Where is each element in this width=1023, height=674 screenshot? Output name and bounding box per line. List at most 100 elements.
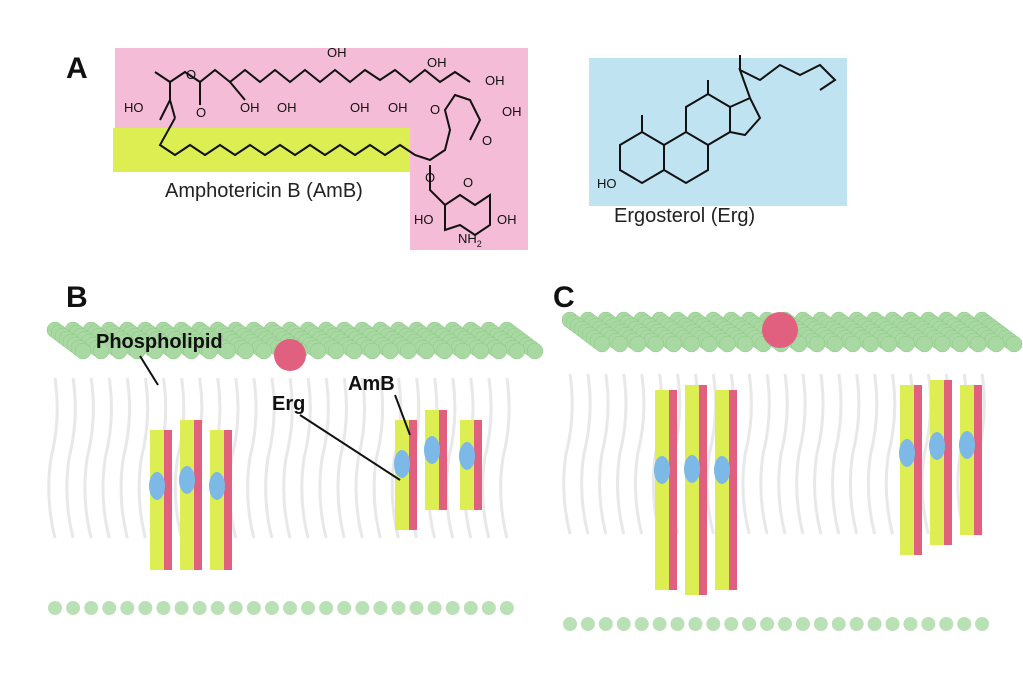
amb-channel-pink [699, 385, 707, 595]
phospholipid-arrow [139, 355, 159, 386]
lipid-head [363, 342, 381, 360]
atom-label: O [430, 102, 440, 117]
lipid-head [849, 617, 864, 631]
atom-label: O [186, 67, 196, 82]
amb-name: Amphotericin B (AmB) [165, 180, 363, 202]
lipid-head [355, 601, 370, 615]
panel-label-b: B [66, 281, 88, 314]
lipid-head [647, 335, 664, 353]
lipid-head [813, 617, 828, 631]
atom-label: O [482, 133, 492, 148]
lipid-tail [866, 373, 879, 535]
lipid-head [1005, 335, 1023, 353]
erg-name: Ergosterol (Erg) [614, 205, 755, 227]
lipid-head [192, 601, 207, 615]
lipid-head [210, 601, 225, 615]
lipid-tail [580, 373, 592, 535]
lipid-head [48, 601, 62, 615]
panel-label-c: C [553, 281, 575, 314]
amb-channel-pink [914, 385, 922, 555]
amb-channel-yellow [960, 385, 974, 535]
amb-channel-yellow [685, 385, 699, 595]
ergosterol-blob [684, 455, 700, 483]
lipid-head [373, 601, 388, 615]
lipid-tail [705, 373, 718, 535]
lipid-head [463, 601, 478, 615]
erg-label: Erg [272, 393, 305, 415]
lipid-head [337, 601, 352, 615]
lipid-head [593, 335, 611, 353]
ergosterol-blob [899, 439, 915, 467]
lipid-head [611, 335, 629, 353]
lipid-tail [795, 373, 807, 535]
lipid-head [916, 335, 933, 353]
lipid-head [110, 342, 128, 360]
lipid-head [742, 617, 757, 631]
lipid-tail [390, 377, 403, 539]
amb-channel-yellow [930, 380, 944, 545]
lipid-head [724, 617, 739, 631]
lipid-head [138, 601, 153, 615]
lipid-head [92, 342, 110, 360]
callouts: Phospholipid Erg AmB [96, 331, 411, 481]
lipid-head [862, 335, 879, 353]
lipid-tail [813, 373, 825, 535]
lipid-head [652, 617, 667, 631]
amb-channel-pink [224, 430, 232, 570]
erg-highlight [589, 58, 847, 206]
lipid-head [563, 617, 577, 631]
lipid-tail [119, 377, 132, 539]
lipid-tail [777, 373, 789, 535]
lipid-head [867, 617, 882, 631]
lipid-head [120, 601, 135, 615]
ergosterol-blob [149, 472, 165, 500]
atom-label: OH [497, 212, 517, 227]
lipid-head [174, 601, 189, 615]
ergosterol-blob [209, 472, 225, 500]
lipid-head [701, 335, 718, 353]
lipid-head [665, 335, 682, 353]
lipid-head [831, 617, 846, 631]
lipid-head [165, 342, 182, 360]
amphotericin-structure: HO O O OH OH OH OH OH OH OH O OH O O O H… [113, 45, 528, 250]
lipid-tail [633, 373, 646, 535]
ergosterol-blob [654, 456, 670, 484]
lipid-tail [499, 377, 511, 539]
lipid-head [957, 617, 972, 631]
lipid-head [719, 335, 736, 353]
lipid-head [987, 335, 1005, 353]
amb-channel-yellow [180, 420, 194, 570]
lipid-head [760, 617, 775, 631]
atom-label: OH [327, 45, 347, 60]
lipid-head [898, 335, 915, 353]
amb-channel-top [274, 339, 306, 371]
lipid-head [481, 601, 496, 615]
lipid-tail [318, 377, 330, 539]
lipid-head [102, 601, 117, 615]
lipid-tail [598, 373, 610, 535]
amb-channel-yellow [715, 390, 729, 590]
lipid-head [975, 617, 990, 631]
lipid-head [301, 601, 316, 615]
lipid-head [255, 342, 273, 360]
ergosterol-blob [714, 456, 730, 484]
lipid-head [472, 342, 489, 360]
amb-channel-pink [729, 390, 737, 590]
lipid-head [66, 601, 81, 615]
lipid-head [629, 335, 647, 353]
lipid-tail [562, 373, 574, 535]
atom-label: O [425, 170, 435, 185]
phospholipid-label: Phospholipid [96, 331, 223, 353]
lipid-tail [884, 373, 897, 535]
lipid-tail [47, 377, 59, 539]
ergosterol-structure: HO Ergosterol (Erg) [589, 55, 847, 227]
lipid-head [391, 601, 406, 615]
amb-channel-pink [974, 385, 982, 535]
lipid-head [309, 342, 327, 360]
lipid-tail [920, 373, 933, 535]
ergosterol-blob [459, 442, 475, 470]
lipid-tail [759, 373, 771, 535]
lipid-head [508, 342, 526, 360]
atom-label: OH [240, 100, 260, 115]
